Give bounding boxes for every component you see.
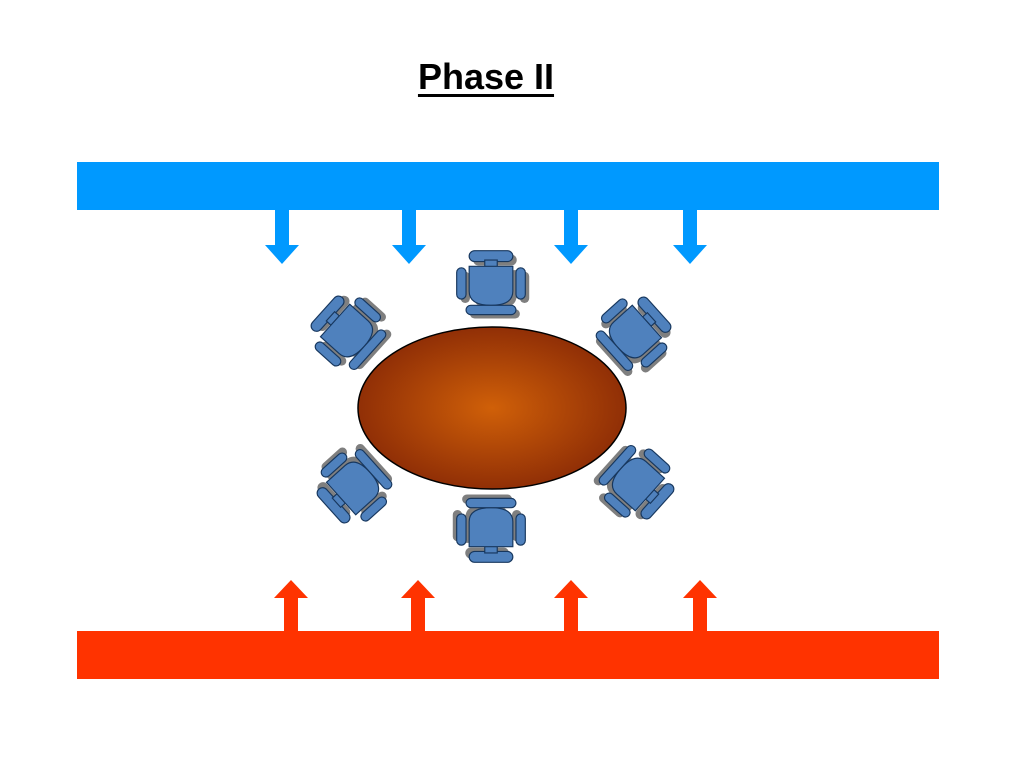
down-arrow-icon	[554, 210, 588, 264]
up-arrow-icon	[554, 580, 588, 631]
office-chair-icon	[456, 250, 530, 320]
down-arrow-icon	[265, 210, 299, 264]
top-bar	[77, 162, 939, 210]
bottom-bar	[77, 631, 939, 679]
down-arrow-icon	[673, 210, 707, 264]
office-chair-icon	[452, 493, 526, 563]
slide-title: Phase II	[417, 56, 555, 97]
oval-table-icon	[357, 326, 627, 490]
up-arrow-icon	[274, 580, 308, 631]
up-arrow-icon	[683, 580, 717, 631]
up-arrow-icon	[401, 580, 435, 631]
down-arrow-icon	[392, 210, 426, 264]
